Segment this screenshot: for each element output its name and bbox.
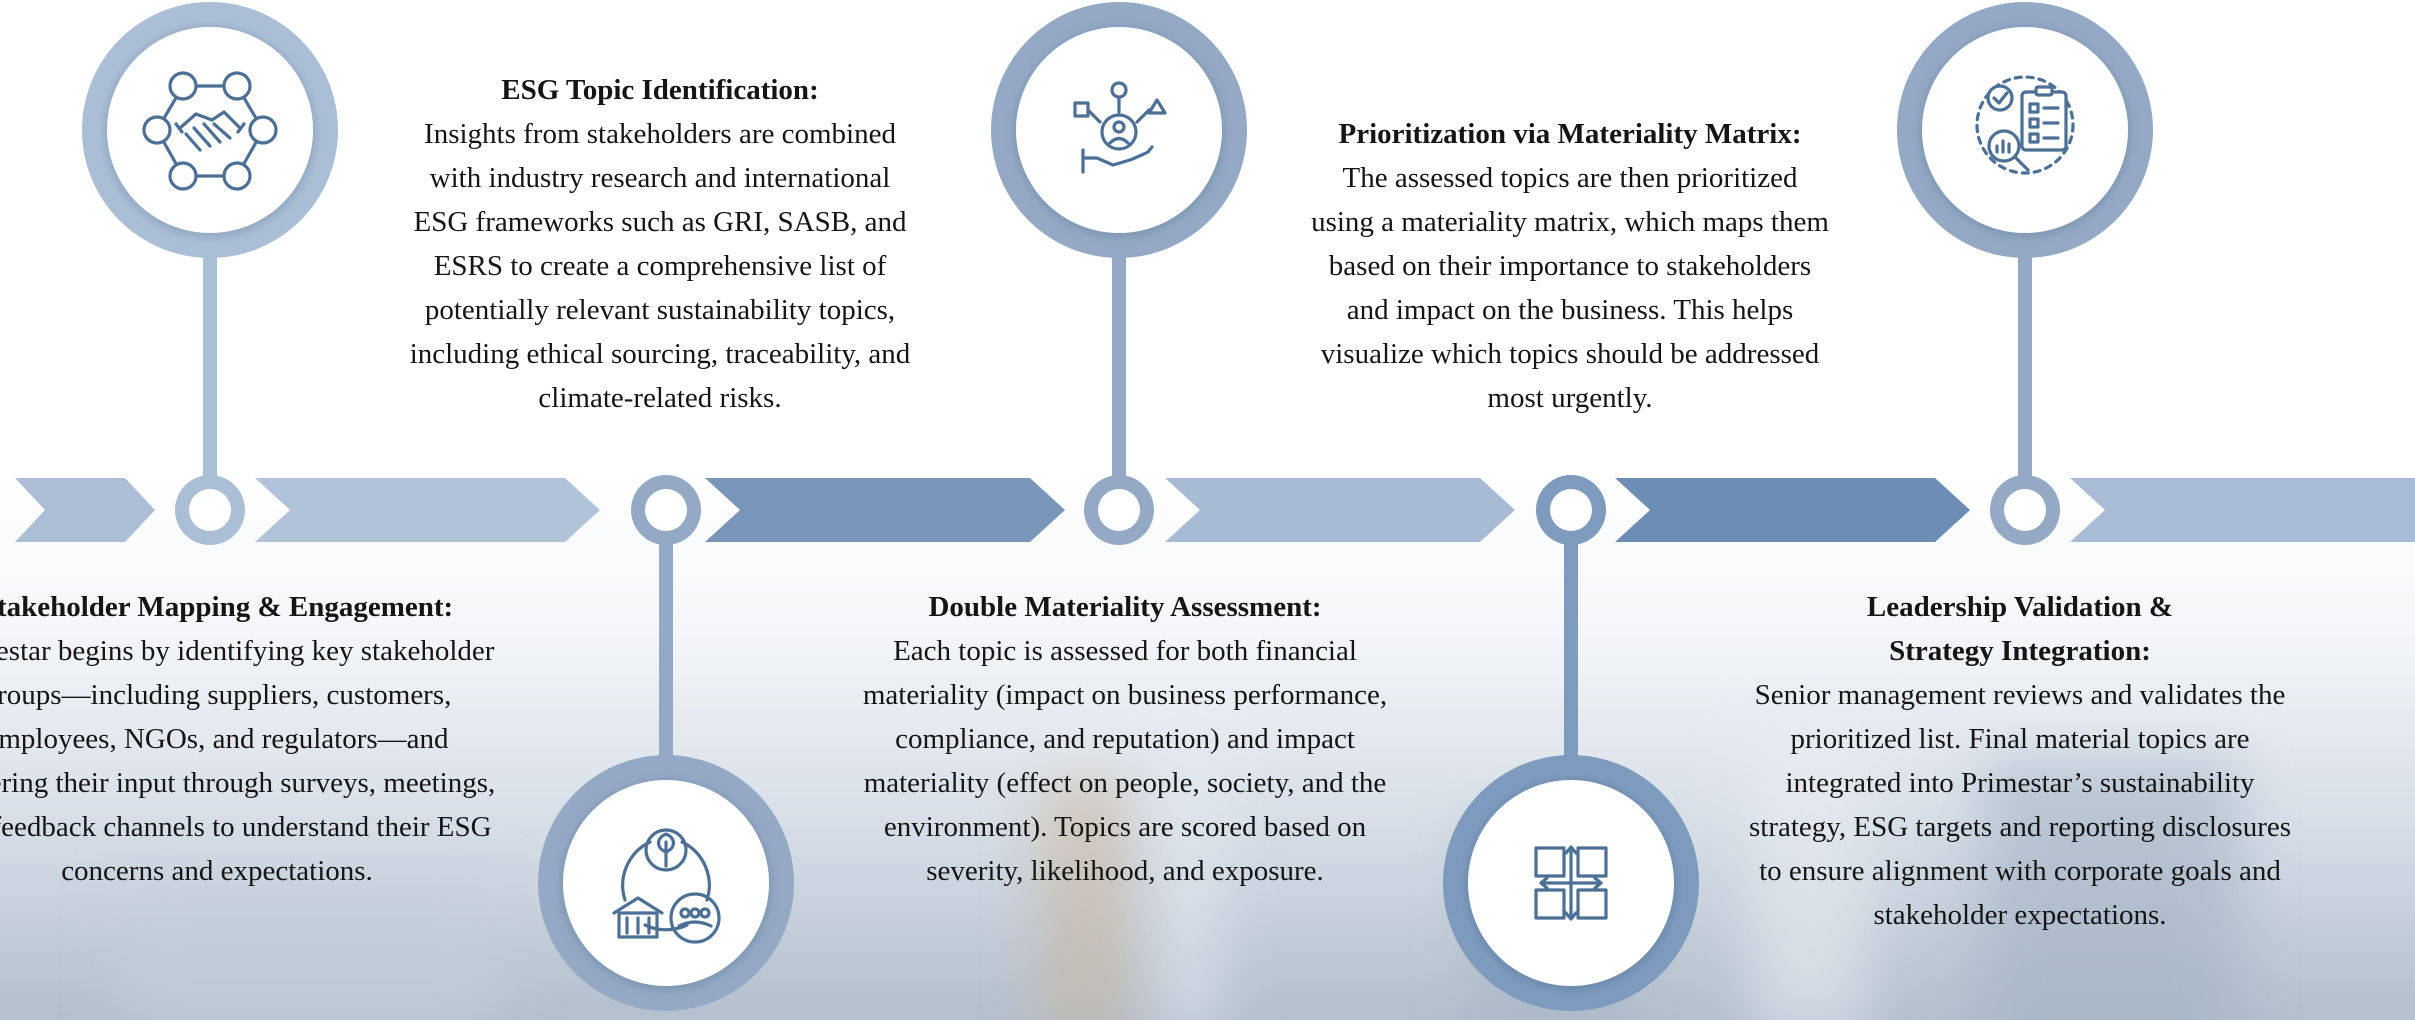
step-1-text: Stakeholder Mapping & Engagement: Primes… [0, 585, 502, 893]
timeline-arrow [705, 478, 1065, 542]
step-3-title: Double Materiality Assessment: [928, 591, 1322, 623]
checklist-analysis-icon [1975, 75, 2075, 175]
timeline-arrow [255, 478, 600, 542]
step-4-body: The assessed topics are then prioritized… [1311, 162, 1829, 414]
matrix-grid-icon [1534, 845, 1608, 921]
step-2-title: ESG Topic Identification: [501, 74, 819, 106]
step-1-title: Stakeholder Mapping & Engagement: [0, 591, 454, 623]
timeline-arrow [15, 478, 155, 542]
person-in-hand-icon [1073, 81, 1167, 174]
step-2-pin [538, 475, 794, 1011]
step-3-text: Double Materiality Assessment: Each topi… [840, 585, 1410, 893]
step-5-text: Leadership Validation & Strategy Integra… [1735, 585, 2305, 937]
timeline-arrow [2070, 478, 2415, 542]
timeline-arrows [15, 478, 2415, 542]
step-5-body: Senior management reviews and validates … [1748, 679, 2292, 931]
handshake-network-icon [142, 71, 278, 191]
step-3-body: Each topic is assessed for both financia… [862, 635, 1388, 887]
step-4-text: Prioritization via Materiality Matrix: T… [1310, 112, 1830, 420]
step-5-title: Leadership Validation & Strategy Integra… [1866, 591, 2174, 667]
sustainability-cycle-icon [612, 828, 721, 944]
timeline-arrow [1615, 478, 1970, 542]
step-2-text: ESG Topic Identification: Insights from … [400, 68, 920, 420]
step-3-pin [991, 2, 1247, 545]
timeline-arrow [1165, 478, 1515, 542]
step-4-pin [1443, 475, 1699, 1011]
step-1-pin [82, 2, 338, 545]
step-1-body: Primestar begins by identifying key stak… [0, 635, 496, 887]
step-2-body: Insights from stakeholders are combined … [409, 118, 911, 414]
step-5-pin [1897, 2, 2153, 545]
step-4-title: Prioritization via Materiality Matrix: [1338, 118, 1802, 150]
